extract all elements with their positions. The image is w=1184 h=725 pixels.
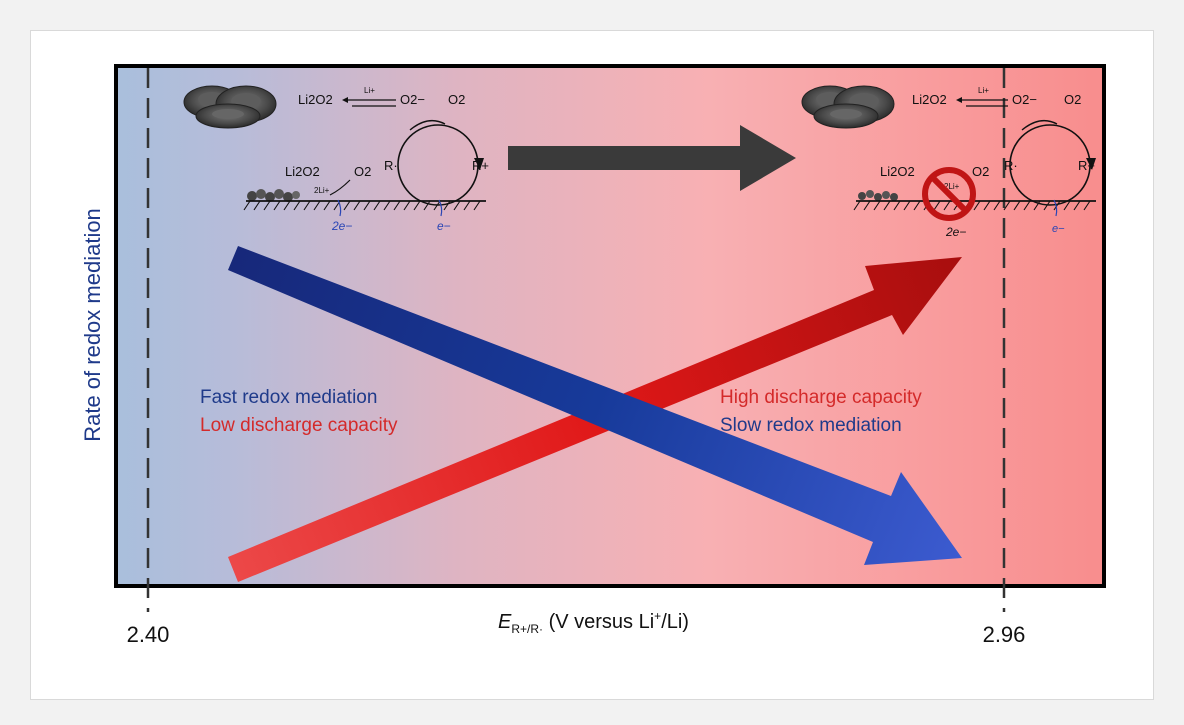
fast-redox-label: Fast redox mediation <box>200 387 377 408</box>
svg-text:O2: O2 <box>1064 92 1081 107</box>
gray-arrow <box>508 125 796 191</box>
y-axis-label: Rate of redox mediation <box>80 208 105 442</box>
right-mechanism: Li2O2 Li+ O2− O2 R· R+ Li2O2 O2 2Li+ <box>801 85 1096 239</box>
li2o2-disks-icon <box>801 85 895 129</box>
left-mechanism: Li2O2 Li+ O2− O2 R· R+ Li2O2 O2 2Li+ <box>183 85 489 233</box>
li2o2-deposit-icon <box>858 190 898 201</box>
svg-text:e−: e− <box>437 219 451 233</box>
svg-text:O2−: O2− <box>400 92 425 107</box>
svg-text:2Li+: 2Li+ <box>314 186 330 195</box>
svg-text:O2: O2 <box>354 164 371 179</box>
svg-text:R·: R· <box>1004 158 1018 173</box>
svg-text:2e−: 2e− <box>331 219 352 233</box>
svg-text:Li2O2: Li2O2 <box>298 92 333 107</box>
electrode-hatching <box>243 200 481 211</box>
x-axis-label: ER+/R· (V versus Li+/Li) <box>498 609 689 636</box>
svg-text:e−: e− <box>1052 223 1065 235</box>
svg-text:2Li+: 2Li+ <box>944 182 960 191</box>
svg-text:Li2O2: Li2O2 <box>912 92 947 107</box>
svg-text:O2: O2 <box>972 164 989 179</box>
slow-redox-label: Slow redox mediation <box>720 415 902 436</box>
plot-background <box>114 64 1106 588</box>
svg-text:Li2O2: Li2O2 <box>880 164 915 179</box>
svg-text:2e−: 2e− <box>945 225 966 239</box>
prohibited-icon <box>922 167 976 221</box>
svg-text:Li+: Li+ <box>364 86 375 95</box>
x-tick-left: 2.40 <box>127 622 170 647</box>
svg-text:O2−: O2− <box>1012 92 1037 107</box>
svg-text:R·: R· <box>384 158 398 173</box>
li2o2-disks-icon <box>183 85 277 129</box>
blue-arrow <box>228 246 962 565</box>
svg-text:R+: R+ <box>472 158 489 173</box>
svg-text:Li+: Li+ <box>978 86 989 95</box>
high-capacity-label: High discharge capacity <box>720 387 922 408</box>
low-capacity-label: Low discharge capacity <box>200 415 398 436</box>
svg-text:R+: R+ <box>1078 158 1095 173</box>
x-tick-right: 2.96 <box>983 622 1026 647</box>
svg-text:Li2O2: Li2O2 <box>285 164 320 179</box>
li2o2-deposit-icon <box>247 189 300 202</box>
svg-text:O2: O2 <box>448 92 465 107</box>
